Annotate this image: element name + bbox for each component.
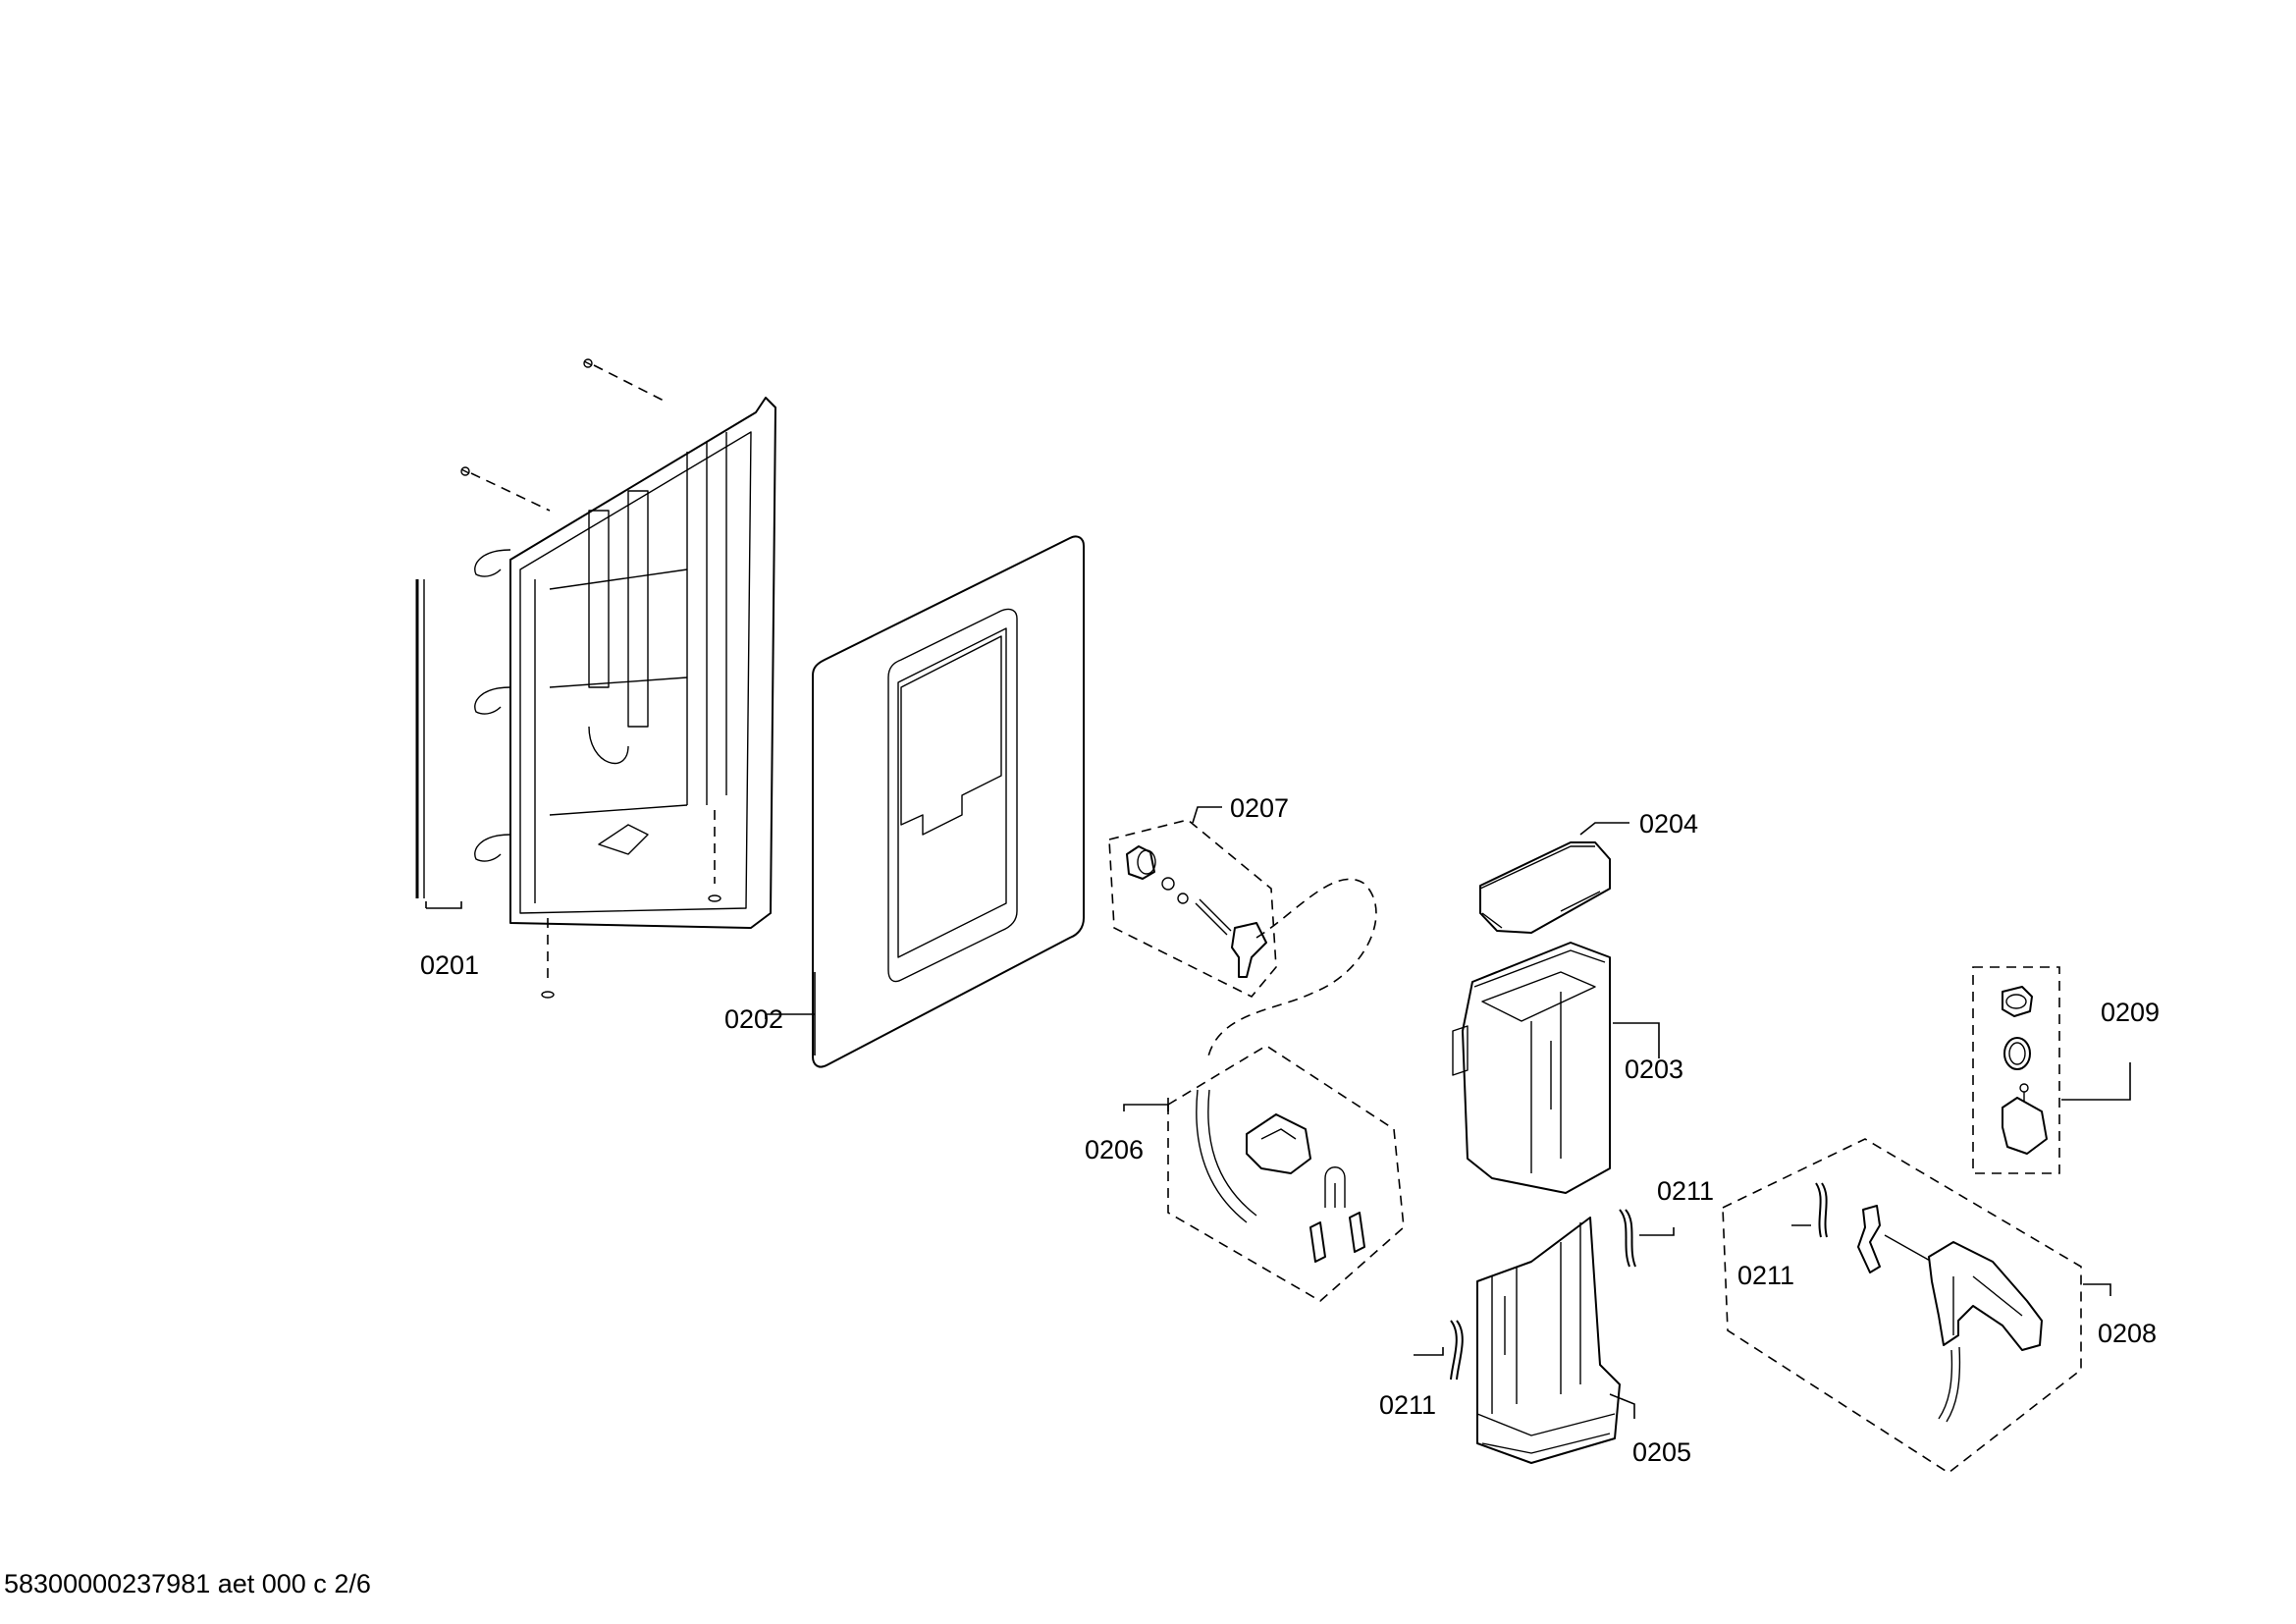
label-0206: 0206 xyxy=(1085,1135,1144,1164)
label-0211-right: 0211 xyxy=(1737,1261,1794,1290)
part-0211-clip-center xyxy=(1619,1209,1636,1268)
label-0207: 0207 xyxy=(1230,793,1289,823)
label-0209: 0209 xyxy=(2101,998,2160,1027)
label-0211-left: 0211 xyxy=(1379,1390,1436,1420)
label-0204: 0204 xyxy=(1639,809,1698,839)
part-0202-panel xyxy=(812,535,1085,1068)
label-0202: 0202 xyxy=(724,1004,783,1034)
part-0206-fittings xyxy=(1167,1045,1405,1302)
part-0207-valve xyxy=(1108,819,1377,1061)
label-0205: 0205 xyxy=(1632,1437,1691,1467)
part-0208-outlet xyxy=(1722,1138,2082,1474)
part-0201-frame xyxy=(415,358,776,999)
label-0208: 0208 xyxy=(2098,1319,2157,1348)
label-0203: 0203 xyxy=(1625,1055,1683,1084)
part-0209-small-parts xyxy=(1972,966,2060,1174)
part-0204-lid xyxy=(1479,841,1611,934)
part-0203-tank xyxy=(1452,942,1611,1194)
drawing-reference-footer: 58300000237981 aet 000 c 2/6 xyxy=(4,1569,371,1598)
label-0211-center: 0211 xyxy=(1657,1176,1714,1206)
part-0205-base xyxy=(1476,1217,1621,1464)
part-0211-clip-left xyxy=(1450,1320,1464,1380)
label-0201: 0201 xyxy=(420,950,479,980)
